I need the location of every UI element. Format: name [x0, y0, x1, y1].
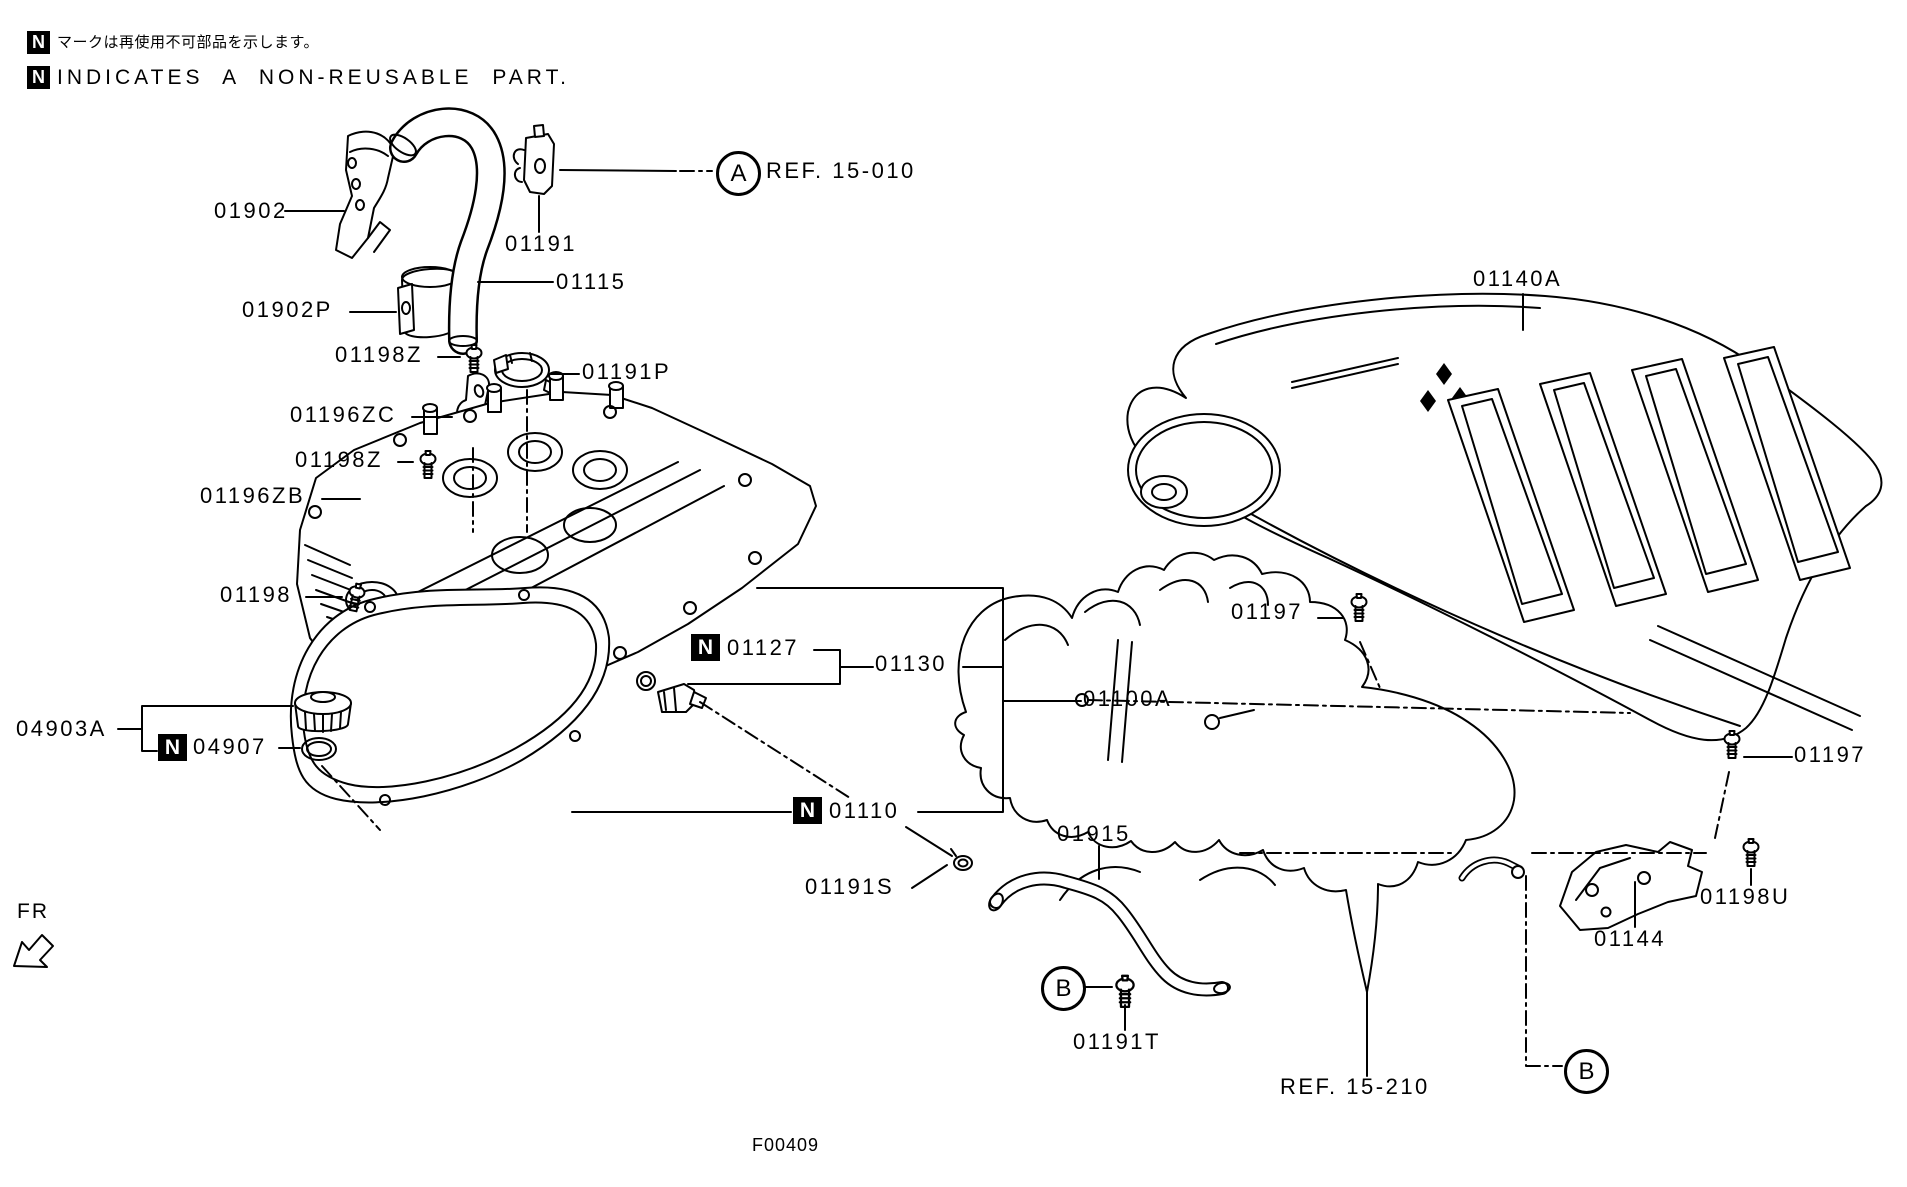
- oil-filler-cap-drawing: [294, 691, 352, 733]
- callout-b-right[interactable]: B: [1564, 1049, 1609, 1094]
- non-reusable-marker-icon: N: [27, 66, 50, 89]
- engine-cover-drawing: [1126, 292, 1883, 742]
- part-label-01191t[interactable]: 01191T: [1073, 1029, 1161, 1054]
- pipe-clamp-drawing: [950, 848, 973, 871]
- figure-code: F00409: [752, 1135, 820, 1155]
- phantom-lines: [321, 170, 1730, 1067]
- intake-manifold-drawing: [954, 551, 1525, 993]
- non-reusable-marker-icon: N: [691, 634, 720, 661]
- part-label-01191p[interactable]: 01191P: [582, 359, 672, 384]
- part-label-01191[interactable]: 01191: [505, 231, 578, 256]
- legend-japanese-text: マークは再使用不可部品を示します。: [57, 34, 320, 51]
- callout-a[interactable]: A: [716, 151, 761, 196]
- part-label-01198u[interactable]: 01198U: [1700, 884, 1791, 909]
- oil-switch-drawing: [636, 671, 707, 713]
- ref-15-210-link[interactable]: REF. 15-210: [1280, 1074, 1430, 1099]
- part-label-01198z-mid[interactable]: 01198Z: [295, 447, 383, 472]
- part-label-01197-left[interactable]: 01197: [1231, 599, 1304, 624]
- filler-cap-o-ring-drawing: [301, 737, 337, 761]
- part-label-01198z-top[interactable]: 01198Z: [335, 342, 423, 367]
- part-label-04907[interactable]: 04907: [193, 734, 267, 759]
- part-label-01915[interactable]: 01915: [1057, 821, 1131, 846]
- fr-orientation-label: FR: [17, 900, 49, 923]
- part-label-01140a[interactable]: 01140A: [1473, 266, 1563, 291]
- part-label-01197-right[interactable]: 01197: [1794, 742, 1867, 767]
- pcv-valve-drawing: [512, 124, 555, 195]
- non-reusable-marker-icon: N: [27, 31, 50, 54]
- part-label-01127[interactable]: 01127: [727, 635, 800, 660]
- breather-hose-drawing: [335, 130, 395, 259]
- hose-clamp-ring-drawing: [493, 352, 559, 396]
- ref-15-010-link[interactable]: REF. 15-010: [766, 158, 916, 183]
- callout-b-left[interactable]: B: [1041, 966, 1086, 1011]
- part-label-01196zc[interactable]: 01196ZC: [290, 402, 397, 427]
- ventilation-hose-drawing: [389, 107, 506, 355]
- part-label-04903a[interactable]: 04903A: [16, 716, 107, 741]
- part-label-01115[interactable]: 01115: [556, 269, 627, 294]
- part-label-01198[interactable]: 01198: [220, 582, 293, 607]
- non-reusable-marker-icon: N: [158, 734, 187, 761]
- leader-lines: [117, 169, 1793, 1077]
- rocker-cover-gasket-drawing: [289, 586, 611, 806]
- legend-english-text: INDICATES A NON-REUSABLE PART.: [57, 66, 570, 89]
- non-reusable-marker-icon: N: [793, 797, 822, 824]
- part-label-01130[interactable]: 01130: [875, 651, 948, 676]
- pcv-pipe-drawing: [988, 871, 1231, 997]
- fr-direction-arrow-icon: [13, 934, 54, 968]
- part-label-01191s[interactable]: 01191S: [805, 874, 895, 899]
- part-label-01196zb[interactable]: 01196ZB: [200, 483, 306, 508]
- part-label-01902p[interactable]: 01902P: [242, 297, 333, 322]
- stay-bracket-drawing: [1559, 841, 1703, 931]
- part-label-01144[interactable]: 01144: [1594, 926, 1667, 951]
- part-label-01902[interactable]: 01902: [214, 198, 288, 223]
- part-label-01100a[interactable]: 01100A: [1083, 686, 1173, 711]
- part-label-01110[interactable]: 01110: [829, 798, 900, 823]
- cover-vent-slats: [1447, 346, 1851, 623]
